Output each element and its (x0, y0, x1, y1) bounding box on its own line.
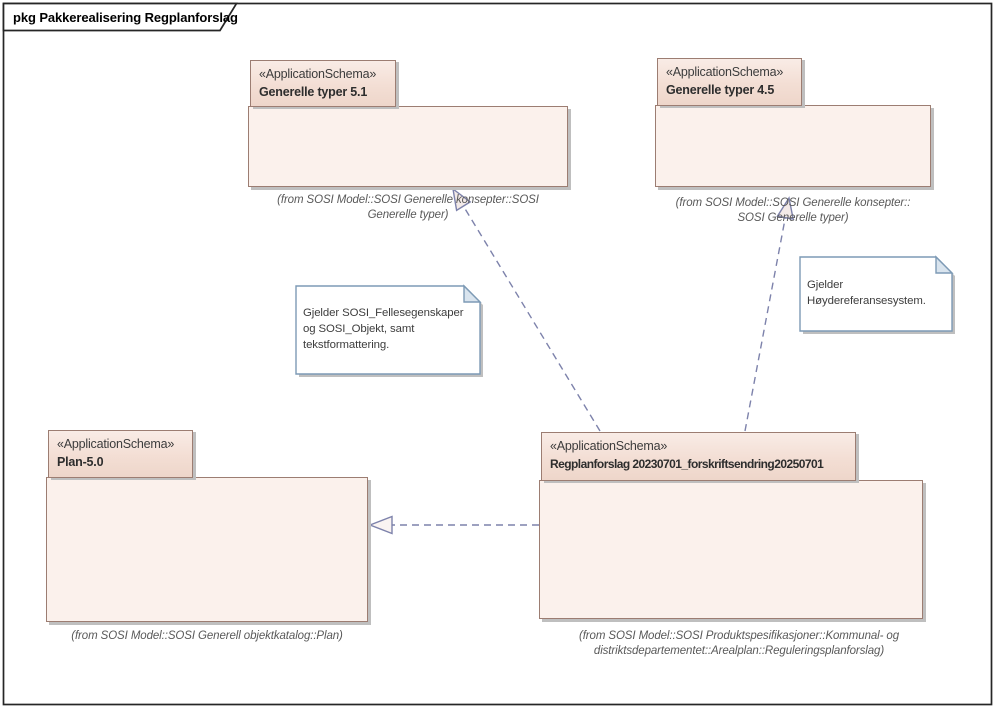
from-line: distriktsdepartementet::Arealplan::Regul… (593, 644, 885, 657)
package-name: Generelle typer 5.1 (259, 85, 368, 99)
package-generelle-typer-45[interactable]: «ApplicationSchema» Generelle typer 4.5 (655, 58, 931, 187)
from-line: (from SOSI Model::SOSI Produktspesifikas… (578, 630, 900, 642)
note-text: Gjelder SOSI_Fellesegenskaper og SOSI_Ob… (296, 286, 476, 372)
note-shape (799, 255, 955, 334)
package-tab: «ApplicationSchema» Generelle typer 4.5 (657, 58, 802, 106)
package-stereotype: «ApplicationSchema» (666, 65, 784, 79)
package-name: Generelle typer 4.5 (666, 83, 775, 97)
package-stereotype: «ApplicationSchema» (259, 67, 377, 81)
package-stereotype: «ApplicationSchema» (550, 439, 668, 453)
note-body (295, 285, 481, 375)
package-plan-50[interactable]: «ApplicationSchema» Plan-5.0 (46, 430, 368, 622)
hollow-triangle-arrowhead-icon (368, 515, 393, 535)
note-line: Gjelder SOSI_Fellesegenskaper (303, 307, 464, 319)
package-stereotype: «ApplicationSchema» (57, 437, 175, 451)
from-line: Generelle typer) (367, 208, 449, 221)
package-from-label: (from SOSI Model::SOSI Generell objektka… (46, 629, 368, 644)
from-line: SOSI Generelle typer) (737, 211, 849, 224)
realization-arrow-to-generelle45[interactable] (744, 196, 795, 432)
realization-line[interactable] (462, 205, 601, 432)
note-fellesegenskaper[interactable]: Gjelder SOSI_Fellesegenskaper og SOSI_Ob… (295, 284, 483, 377)
package-body[interactable] (46, 477, 368, 622)
package-tab: «ApplicationSchema» Generelle typer 5.1 (250, 60, 396, 107)
from-line: (from SOSI Model::SOSI Generelle konsept… (675, 197, 911, 209)
from-line: (from SOSI Model::SOSI Generell objektka… (71, 630, 343, 642)
package-from-label: (from SOSI Model::SOSI Generelle konsept… (653, 196, 933, 225)
note-body (799, 256, 953, 332)
note-line: og SOSI_Objekt, samt (303, 323, 415, 335)
frame-title-tab (2, 2, 239, 32)
note-fold-icon (935, 255, 954, 274)
package-tab: «ApplicationSchema» Regplanforslag 20230… (541, 432, 856, 481)
note-hoydereferansesystem[interactable]: Gjelder Høydereferansesystem. (799, 255, 955, 334)
package-regplanforslag[interactable]: «ApplicationSchema» Regplanforslag 20230… (539, 432, 923, 619)
note-line: Høydereferansesystem. (807, 295, 926, 307)
realization-arrow-to-generelle51[interactable] (452, 187, 601, 432)
package-generelle-typer-51[interactable]: «ApplicationSchema» Generelle typer 5.1 (248, 60, 568, 187)
package-body[interactable] (539, 480, 923, 619)
package-tab: «ApplicationSchema» Plan-5.0 (48, 430, 193, 478)
package-body[interactable] (655, 105, 931, 187)
note-line: Gjelder (807, 279, 844, 291)
hollow-triangle-arrowhead-icon (776, 196, 795, 220)
note-fold-icon (463, 284, 482, 303)
note-shape (295, 284, 483, 377)
realization-line[interactable] (744, 217, 786, 432)
realization-arrow-to-plan50[interactable] (368, 515, 539, 535)
hollow-triangle-arrowhead-icon (452, 187, 472, 212)
note-line: tekstformattering. (303, 339, 390, 351)
package-from-label: (from SOSI Model::SOSI Produktspesifikas… (529, 629, 949, 658)
from-line: (from SOSI Model::SOSI Generelle konsept… (277, 194, 539, 206)
frame-title: pkg Pakkerealisering Regplanforslag (13, 10, 238, 25)
note-text: Gjelder Høydereferansesystem. (800, 257, 948, 329)
package-name: Plan-5.0 (57, 455, 104, 469)
package-body[interactable] (248, 106, 568, 187)
package-name: Regplanforslag 20230701_forskriftsendrin… (550, 457, 824, 471)
diagram-frame-border (2, 2, 993, 706)
package-from-label: (from SOSI Model::SOSI Generelle konsept… (248, 193, 568, 222)
